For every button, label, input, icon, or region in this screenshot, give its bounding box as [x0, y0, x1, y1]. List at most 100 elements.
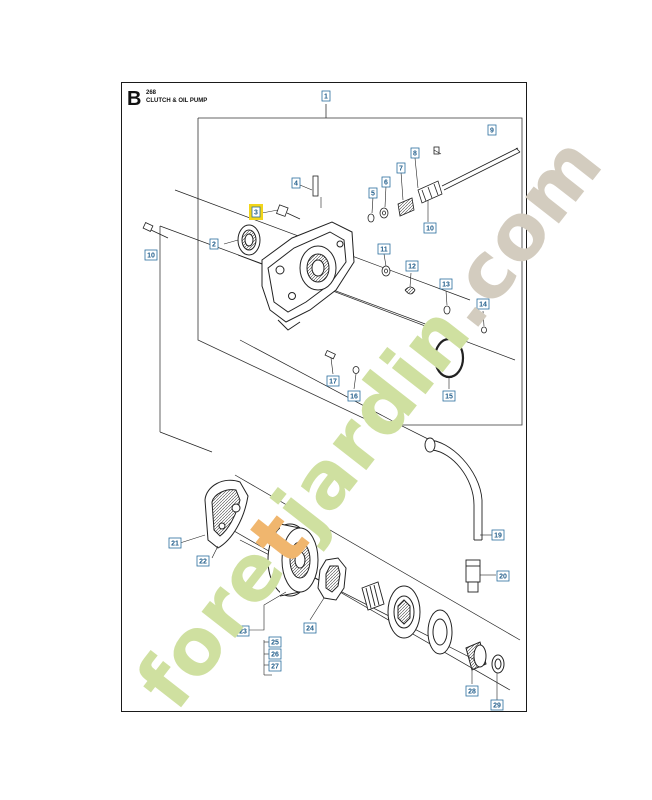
callout-7: 7	[396, 162, 406, 174]
callout-25: 25	[268, 636, 282, 648]
callout-box	[465, 685, 479, 697]
callout-number: 16	[350, 394, 358, 401]
section-letter: B	[127, 88, 142, 110]
callout-box	[405, 260, 419, 272]
callout-number: 7	[399, 166, 403, 173]
pin	[312, 175, 319, 197]
callout-29: 29	[490, 699, 504, 711]
callout-number: 15	[445, 394, 453, 401]
oil-filter	[465, 559, 481, 593]
leader-lines	[179, 149, 498, 700]
callout-number: 26	[271, 652, 279, 659]
callout-box	[491, 529, 505, 541]
section-title: CLUTCH & OIL PUMP	[146, 98, 208, 104]
callout-21: 21	[168, 537, 182, 549]
callout-box	[251, 206, 261, 218]
callout-26: 26	[268, 648, 282, 660]
callout-number: 29	[493, 703, 501, 710]
callout-number: 25	[271, 640, 279, 647]
callout-11: 11	[377, 243, 391, 255]
callout-28: 28	[465, 685, 479, 697]
needle-bearing	[361, 581, 385, 611]
callout-20: 20	[496, 570, 510, 582]
callout-box	[168, 537, 182, 549]
callout-3: 3	[249, 204, 263, 220]
callout-4: 4	[291, 177, 301, 189]
oil-pump-housing	[261, 221, 355, 331]
callout-number: 20	[499, 574, 507, 581]
callout-19: 19	[491, 529, 505, 541]
callout-number: 24	[306, 626, 314, 633]
callout-box	[268, 660, 282, 672]
callout-16: 16	[347, 390, 361, 402]
parts-diagram-sheet	[121, 82, 527, 712]
callout-box	[144, 249, 158, 261]
callout-22: 22	[196, 555, 210, 567]
callout-23: 23	[236, 625, 250, 637]
callout-number: 1	[324, 94, 328, 101]
callout-box	[236, 625, 250, 637]
callout-17: 17	[326, 375, 340, 387]
screw	[276, 204, 301, 220]
callout-box	[268, 648, 282, 660]
callout-number: 22	[199, 559, 207, 566]
callout-box	[410, 147, 420, 159]
o-ring	[433, 337, 465, 379]
group-boundary	[197, 104, 523, 426]
callout-number: 3	[254, 210, 258, 217]
callout-number: 11	[380, 247, 388, 254]
seal-ring	[237, 224, 261, 256]
callout-number: 23	[239, 629, 247, 636]
callout-number: 19	[494, 533, 502, 540]
callout-number: 27	[271, 664, 279, 671]
model-number: 268	[146, 90, 157, 96]
callout-box	[377, 243, 391, 255]
callout-box	[476, 298, 490, 310]
callout-number: 8	[413, 151, 417, 158]
clutch-drum	[267, 523, 319, 597]
oil-hose	[424, 437, 483, 541]
callout-box	[347, 390, 361, 402]
sprocket-washer	[387, 585, 453, 655]
rim-sprocket	[465, 641, 505, 674]
bolt-left	[142, 222, 169, 239]
pump-small-parts	[381, 265, 487, 334]
callout-box	[209, 238, 219, 250]
callout-box	[396, 162, 406, 174]
callout-number: 14	[479, 302, 487, 309]
callout-number: 9	[490, 128, 494, 135]
callout-number: 5	[371, 191, 375, 198]
callout-box	[490, 699, 504, 711]
callout-box	[303, 622, 317, 634]
callout-box	[487, 124, 497, 136]
callout-box	[291, 177, 301, 189]
callout-6: 6	[381, 176, 391, 188]
callout-number: 4	[294, 181, 298, 188]
callout-box	[321, 90, 331, 102]
callout-5: 5	[368, 187, 378, 199]
callout-number: 21	[171, 541, 179, 548]
callout-box	[268, 636, 282, 648]
callout-number: 6	[384, 180, 388, 187]
callout-9: 9	[487, 124, 497, 136]
callout-10: 10	[423, 222, 437, 234]
callout-box	[326, 375, 340, 387]
callout-13: 13	[439, 278, 453, 290]
callout-24: 24	[303, 622, 317, 634]
callout-number: 17	[329, 379, 337, 386]
hex-nut	[317, 557, 347, 601]
callout-box	[496, 570, 510, 582]
clutch-shoes	[204, 479, 249, 549]
callout-box	[368, 187, 378, 199]
callout-15: 15	[442, 390, 456, 402]
fitting-small-parts	[324, 349, 360, 374]
callout-27: 27	[268, 660, 282, 672]
callout-8: 8	[410, 147, 420, 159]
callout-box	[423, 222, 437, 234]
callout-box	[196, 555, 210, 567]
pump-piston-parts	[367, 146, 521, 223]
callout-box	[381, 176, 391, 188]
callout-12: 12	[405, 260, 419, 272]
